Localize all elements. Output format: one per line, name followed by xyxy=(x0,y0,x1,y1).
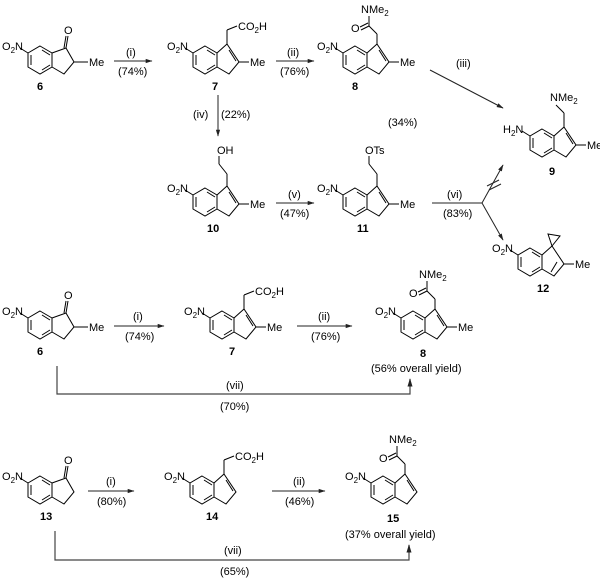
nitro-label: O2N xyxy=(164,471,185,485)
reaction-arrow-vi xyxy=(432,164,504,241)
methyl-label: Me xyxy=(400,199,415,211)
compound-8: O NMe2 Me O2N 8 xyxy=(317,4,415,93)
amino-label: H2N xyxy=(503,124,523,138)
methyl-label: Me xyxy=(89,57,104,69)
compound-14: CO2H O2N 14 xyxy=(164,451,264,523)
yield-i-3: (80%) xyxy=(97,496,126,508)
yield-vi: (83%) xyxy=(443,208,472,220)
carbonyl-oxygen-label: O xyxy=(64,290,73,302)
yield-vii-3: (65%) xyxy=(220,566,249,578)
compound-13: O O2N 13 xyxy=(2,455,75,523)
nitro-label: O2N xyxy=(492,243,513,257)
compound-label-8: 8 xyxy=(352,81,358,93)
hydroxyl-label: OH xyxy=(217,145,234,157)
compound-label-12: 12 xyxy=(537,283,549,295)
compound-label-7: 7 xyxy=(212,81,218,93)
reagent-i-3: (i) xyxy=(106,476,116,488)
methyl-label: Me xyxy=(587,140,600,152)
compound-7: CO2H Me O2N 7 xyxy=(167,21,267,93)
reagent-i: (i) xyxy=(126,47,136,59)
reaction-arrow-vii-3 xyxy=(54,531,412,561)
compound-6: O Me O2N 6 xyxy=(2,25,104,93)
overall-yield-15: (37% overall yield) xyxy=(345,529,435,541)
reagent-ii-2: (ii) xyxy=(318,311,330,323)
reagent-ii-3: (ii) xyxy=(293,476,305,488)
reagent-ii: (ii) xyxy=(287,47,299,59)
compound-label-13: 13 xyxy=(40,511,52,523)
nitro-label: O2N xyxy=(2,306,23,320)
compound-9: NMe2 Me H2N 9 xyxy=(503,92,600,178)
methyl-label: Me xyxy=(250,57,265,69)
carbonyl-oxygen-label: O xyxy=(64,455,73,467)
methyl-label: Me xyxy=(267,322,282,334)
compound-label-10: 10 xyxy=(207,223,219,235)
nitro-label: O2N xyxy=(167,41,188,55)
compound-7-repeat: CO2H Me O2N 7 xyxy=(184,286,284,358)
methyl-label: Me xyxy=(458,322,473,334)
reagent-vii-3: (vii) xyxy=(224,545,242,557)
carbonyl-oxygen-label: O xyxy=(351,23,360,35)
carbonyl-oxygen-label: O xyxy=(379,453,388,465)
reagent-iii: (iii) xyxy=(456,58,471,70)
acid-label: CO2H xyxy=(235,451,264,465)
compound-label-6b: 6 xyxy=(37,346,43,358)
nitro-label: O2N xyxy=(2,41,23,55)
reagent-iv: (iv) xyxy=(193,109,208,121)
compound-12: Me O2N 12 xyxy=(492,233,590,295)
methyl-label: Me xyxy=(400,57,415,69)
amide-label: NMe2 xyxy=(419,269,447,283)
methyl-label: Me xyxy=(89,322,104,334)
carbonyl-oxygen-label: O xyxy=(64,25,73,37)
compound-10: OH Me O2N 10 xyxy=(167,145,265,235)
nitro-label: O2N xyxy=(2,471,23,485)
carbonyl-oxygen-label: O xyxy=(409,288,418,300)
compound-label-11: 11 xyxy=(357,223,369,235)
amide-label: NMe2 xyxy=(389,434,417,448)
acid-label: CO2H xyxy=(238,21,267,35)
nitro-label: O2N xyxy=(345,471,366,485)
compound-8-repeat: O NMe2 Me O2N 8 xyxy=(375,269,473,360)
amide-label: NMe2 xyxy=(361,4,389,18)
methyl-label: Me xyxy=(250,199,265,211)
yield-ii: (76%) xyxy=(280,66,309,78)
reagent-vii: (vii) xyxy=(226,380,244,392)
yield-iv: (22%) xyxy=(221,109,250,121)
nitro-label: O2N xyxy=(375,306,396,320)
overall-yield-8: (56% overall yield) xyxy=(371,363,461,375)
compound-label-15: 15 xyxy=(387,513,399,525)
amine-label: NMe2 xyxy=(550,92,578,106)
yield-i-2: (74%) xyxy=(125,331,154,343)
blocked-mark xyxy=(486,179,500,187)
tosylate-label: OTs xyxy=(365,145,385,157)
compound-label-14: 14 xyxy=(206,511,219,523)
compound-11: OTs Me O2N 11 xyxy=(317,145,415,235)
yield-ii-2: (76%) xyxy=(311,331,340,343)
yield-iii: (34%) xyxy=(388,117,417,129)
compound-6-repeat: O Me O2N 6 xyxy=(2,290,104,358)
nitro-label: O2N xyxy=(184,306,205,320)
nitro-label: O2N xyxy=(317,41,338,55)
yield-ii-3: (46%) xyxy=(285,496,314,508)
compound-15: O NMe2 O2N 15 xyxy=(345,434,418,525)
reagent-vi: (vi) xyxy=(447,189,462,201)
yield-v: (47%) xyxy=(280,208,309,220)
acid-label: CO2H xyxy=(255,286,284,300)
compound-label-6: 6 xyxy=(37,81,43,93)
methyl-label: Me xyxy=(575,259,590,271)
yield-vii: (70%) xyxy=(220,401,249,413)
nitro-label: O2N xyxy=(167,183,188,197)
compound-label-8b: 8 xyxy=(420,348,426,360)
yield-i: (74%) xyxy=(118,66,147,78)
compound-label-7b: 7 xyxy=(229,346,235,358)
reaction-arrow-iii xyxy=(429,69,504,109)
reagent-i-2: (i) xyxy=(133,311,143,323)
compound-label-9: 9 xyxy=(549,166,555,178)
nitro-label: O2N xyxy=(317,183,338,197)
reagent-v: (v) xyxy=(288,189,301,201)
reaction-arrow-vii xyxy=(56,366,413,395)
